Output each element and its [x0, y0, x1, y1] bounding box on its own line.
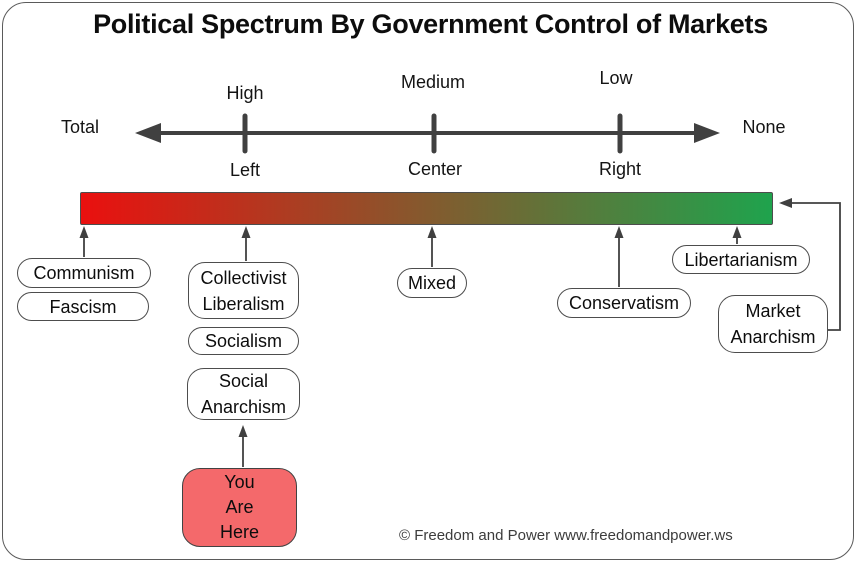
arrow-conservatism-head-icon — [614, 226, 624, 238]
spectrum-gradient-bar — [80, 192, 773, 225]
arrow-mixed-head-icon — [427, 226, 437, 238]
arrow-communism-head-icon — [79, 226, 89, 238]
node-communism: Communism — [17, 258, 151, 288]
axis-label-high: High — [226, 83, 264, 103]
axis-label-left: Left — [229, 160, 261, 180]
arrow-market-anarchism-head-icon — [779, 198, 792, 208]
axis-arrow-right-icon — [694, 123, 720, 143]
copyright-text: © Freedom and Power www.freedomandpower.… — [399, 527, 733, 544]
arrow-collectivist-head-icon — [241, 226, 251, 238]
node-collectivist-liberalism: Collectivist Liberalism — [188, 262, 299, 319]
node-social-anarchism: Social Anarchism — [187, 368, 300, 420]
node-fascism: Fascism — [17, 292, 149, 321]
node-socialism: Socialism — [188, 327, 299, 355]
node-conservatism: Conservatism — [557, 288, 691, 318]
axis-label-center: Center — [407, 159, 463, 179]
axis-label-total: Total — [60, 117, 100, 137]
axis-label-medium: Medium — [400, 72, 466, 92]
diagram-title: Political Spectrum By Government Control… — [93, 9, 768, 39]
arrow-libertarianism-head-icon — [732, 226, 742, 238]
node-mixed: Mixed — [397, 268, 467, 298]
node-libertarianism: Libertarianism — [672, 245, 810, 274]
axis-label-none: None — [742, 117, 786, 137]
axis-arrow-left-icon — [135, 123, 161, 143]
node-market-anarchism: Market Anarchism — [718, 295, 828, 353]
arrow-you-are-here-head-icon — [238, 425, 248, 437]
axis-label-low: Low — [599, 68, 633, 88]
axis-label-right: Right — [598, 159, 642, 179]
arrow-market-anarchism-line — [792, 202, 841, 331]
you-are-here-marker: You Are Here — [182, 468, 297, 547]
